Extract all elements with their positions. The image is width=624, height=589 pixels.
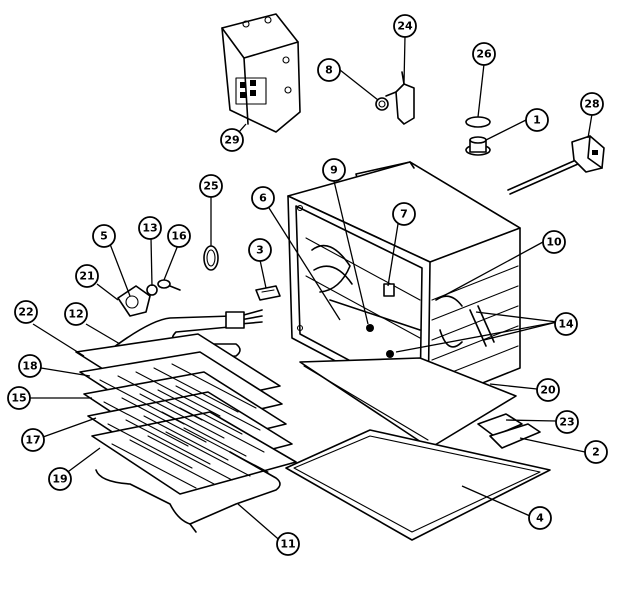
- callout-4: 4: [528, 506, 552, 530]
- callout-1: 1: [525, 108, 549, 132]
- callout-3-label: 3: [256, 244, 264, 257]
- part-gasket-ring: [203, 245, 219, 271]
- callout-15-label: 15: [11, 392, 26, 405]
- callout-23: 23: [555, 410, 579, 434]
- callout-24: 24: [393, 14, 417, 38]
- callout-2-label: 2: [592, 446, 600, 459]
- callout-9: 9: [322, 158, 346, 182]
- callout-17-label: 17: [25, 434, 40, 447]
- callout-18-label: 18: [22, 360, 37, 373]
- callout-15: 15: [7, 386, 31, 410]
- callout-7-label: 7: [400, 208, 408, 221]
- callout-19: 19: [48, 467, 72, 491]
- callout-19-label: 19: [52, 473, 67, 486]
- callout-5-label: 5: [100, 230, 108, 243]
- callout-23-label: 23: [559, 416, 574, 429]
- callout-2: 2: [584, 440, 608, 464]
- part-oven-racks: [75, 333, 297, 495]
- callout-8: 8: [317, 58, 341, 82]
- callout-14-label: 14: [558, 318, 574, 331]
- callout-28-label: 28: [584, 98, 599, 111]
- callout-11: 11: [276, 532, 300, 556]
- callout-14: 14: [554, 312, 578, 336]
- callout-17: 17: [21, 428, 45, 452]
- part-bottom-panel: [299, 357, 517, 449]
- callout-8-label: 8: [325, 64, 333, 77]
- callout-9-label: 9: [330, 164, 338, 177]
- callout-6: 6: [251, 186, 275, 210]
- callout-11-label: 11: [280, 538, 295, 551]
- part-bake-element: [95, 451, 281, 533]
- part-thermostat-probe: [507, 135, 605, 195]
- callout-26: 26: [472, 42, 496, 66]
- callout-20-label: 20: [540, 384, 556, 397]
- part-switch-bracket: [375, 71, 415, 125]
- callout-12-label: 12: [68, 308, 83, 321]
- callout-21: 21: [75, 264, 99, 288]
- callout-26-label: 26: [476, 48, 492, 61]
- part-junction-box: [221, 13, 301, 133]
- part-bottom-tray: [285, 429, 551, 541]
- part-terminal-block: [255, 285, 281, 301]
- callout-13: 13: [138, 216, 162, 240]
- callout-3: 3: [248, 238, 272, 262]
- callout-24-label: 24: [397, 20, 413, 33]
- callout-16: 16: [167, 224, 191, 248]
- part-light-assembly: [117, 279, 181, 317]
- callout-20: 20: [536, 378, 560, 402]
- callout-22-label: 22: [18, 306, 33, 319]
- callout-25: 25: [199, 174, 223, 198]
- callout-12: 12: [64, 302, 88, 326]
- callout-7: 7: [392, 202, 416, 226]
- callout-6-label: 6: [259, 192, 267, 205]
- part-knob-ring: [465, 116, 491, 156]
- callout-21-label: 21: [79, 270, 94, 283]
- callout-28: 28: [580, 92, 604, 116]
- callout-10: 10: [542, 230, 566, 254]
- callout-5: 5: [92, 224, 116, 248]
- callout-1-label: 1: [533, 114, 541, 127]
- callout-4-label: 4: [536, 512, 544, 525]
- callout-13-label: 13: [142, 222, 157, 235]
- callout-29: 29: [220, 128, 244, 152]
- leader-lines: [30, 35, 593, 545]
- callout-25-label: 25: [203, 180, 218, 193]
- callout-29-label: 29: [224, 134, 239, 147]
- callout-16-label: 16: [171, 230, 187, 243]
- part-bracket-pieces: [477, 413, 541, 449]
- callout-10-label: 10: [546, 236, 562, 249]
- callout-18: 18: [18, 354, 42, 378]
- callout-22: 22: [14, 300, 38, 324]
